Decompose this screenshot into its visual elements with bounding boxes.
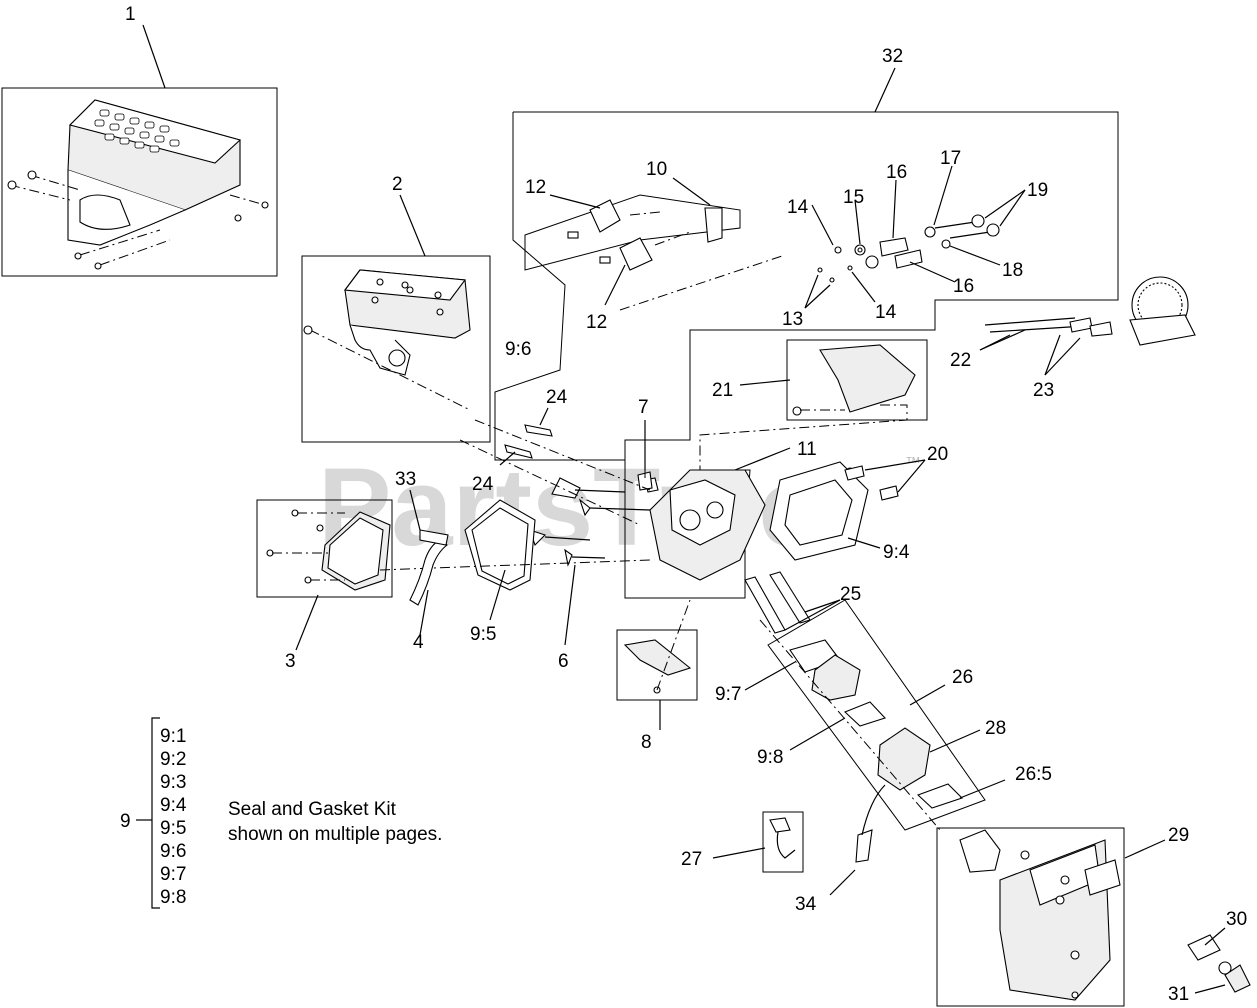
callout-26[interactable]: 26: [952, 667, 973, 688]
callout-26-5[interactable]: 26:5: [1015, 764, 1052, 785]
kit-item[interactable]: 9:2: [160, 749, 186, 770]
callout-9-4[interactable]: 9:4: [883, 542, 910, 563]
kit-item[interactable]: 9:3: [160, 772, 186, 793]
valve-parts-group[interactable]: [804, 165, 1026, 309]
part-10-12-group[interactable]: [524, 177, 786, 311]
part-34-group[interactable]: [829, 784, 886, 896]
callout-15[interactable]: 15: [843, 187, 864, 208]
callout-6[interactable]: 6: [558, 651, 569, 672]
part-26-group[interactable]: [744, 599, 1006, 831]
callout-7[interactable]: 7: [638, 397, 649, 418]
callout-28[interactable]: 28: [985, 718, 1006, 739]
callout-12-bottom[interactable]: 12: [586, 312, 607, 333]
kit-note-line1: Seal and Gasket Kit: [228, 799, 397, 820]
callout-18[interactable]: 18: [1002, 260, 1023, 281]
part-8-group[interactable]: [616, 599, 698, 730]
kit-item[interactable]: 9:1: [160, 726, 186, 747]
part-30-31-group[interactable]: [1187, 927, 1251, 994]
kit-item[interactable]: 9:5: [160, 818, 186, 839]
callout-3[interactable]: 3: [285, 651, 296, 672]
callout-21[interactable]: 21: [712, 380, 733, 401]
callout-2[interactable]: 2: [392, 174, 403, 195]
callout-9-6[interactable]: 9:6: [505, 339, 531, 360]
callout-1[interactable]: 1: [125, 4, 136, 25]
callout-34[interactable]: 34: [795, 894, 817, 915]
kit-item[interactable]: 9:8: [160, 887, 186, 908]
callout-31[interactable]: 31: [1168, 984, 1189, 1005]
kit-number[interactable]: 9: [120, 811, 131, 832]
callout-10[interactable]: 10: [646, 159, 667, 180]
part-1-group[interactable]: [1, 24, 278, 277]
callout-33[interactable]: 33: [395, 469, 416, 490]
callout-9-7[interactable]: 9:7: [715, 684, 741, 705]
part-27-group[interactable]: [712, 811, 804, 873]
callout-17[interactable]: 17: [940, 148, 961, 169]
callout-22[interactable]: 22: [950, 350, 971, 371]
callout-12-top[interactable]: 12: [525, 177, 546, 198]
watermark-tm: ™: [905, 455, 921, 472]
cylinder-head-group[interactable]: [459, 407, 926, 646]
callout-16-top[interactable]: 16: [886, 162, 907, 183]
callout-20[interactable]: 20: [927, 444, 948, 465]
callout-4[interactable]: 4: [413, 632, 424, 653]
callout-labels: 1 2 3 4 9:5 6 7 8 9:6 10 11 12 12 13 14 …: [125, 4, 1247, 1005]
callout-14-bottom[interactable]: 14: [875, 302, 897, 323]
part-2-group[interactable]: [301, 194, 491, 443]
callout-27[interactable]: 27: [681, 849, 702, 870]
kit-legend: 9 9:1 9:2 9:3 9:4 9:5 9:6 9:7 9:8 Seal a…: [120, 717, 442, 909]
callout-9-5[interactable]: 9:5: [470, 624, 496, 645]
part-21-group[interactable]: [699, 339, 928, 470]
callout-29[interactable]: 29: [1168, 825, 1189, 846]
breather-hose-group[interactable]: [409, 489, 449, 636]
callout-9-8[interactable]: 9:8: [757, 747, 783, 768]
callout-13[interactable]: 13: [782, 309, 803, 330]
callout-14-top[interactable]: 14: [787, 197, 809, 218]
kit-item[interactable]: 9:7: [160, 864, 186, 885]
kit-item[interactable]: 9:6: [160, 841, 186, 862]
callout-19[interactable]: 19: [1027, 180, 1048, 201]
callout-11[interactable]: 11: [797, 439, 817, 460]
part-29-group[interactable]: [936, 827, 1166, 1007]
callout-8[interactable]: 8: [641, 732, 652, 753]
callout-24-top[interactable]: 24: [546, 387, 568, 408]
callout-32[interactable]: 32: [882, 46, 903, 67]
kit-note-line2: shown on multiple pages.: [228, 824, 442, 845]
callout-30[interactable]: 30: [1226, 909, 1247, 930]
callout-25[interactable]: 25: [840, 584, 861, 605]
callout-23[interactable]: 23: [1033, 380, 1054, 401]
callout-16-bottom[interactable]: 16: [953, 276, 974, 297]
camshaft-group[interactable]: [979, 276, 1196, 376]
callout-24-bottom[interactable]: 24: [472, 474, 494, 495]
kit-item[interactable]: 9:4: [160, 795, 187, 816]
